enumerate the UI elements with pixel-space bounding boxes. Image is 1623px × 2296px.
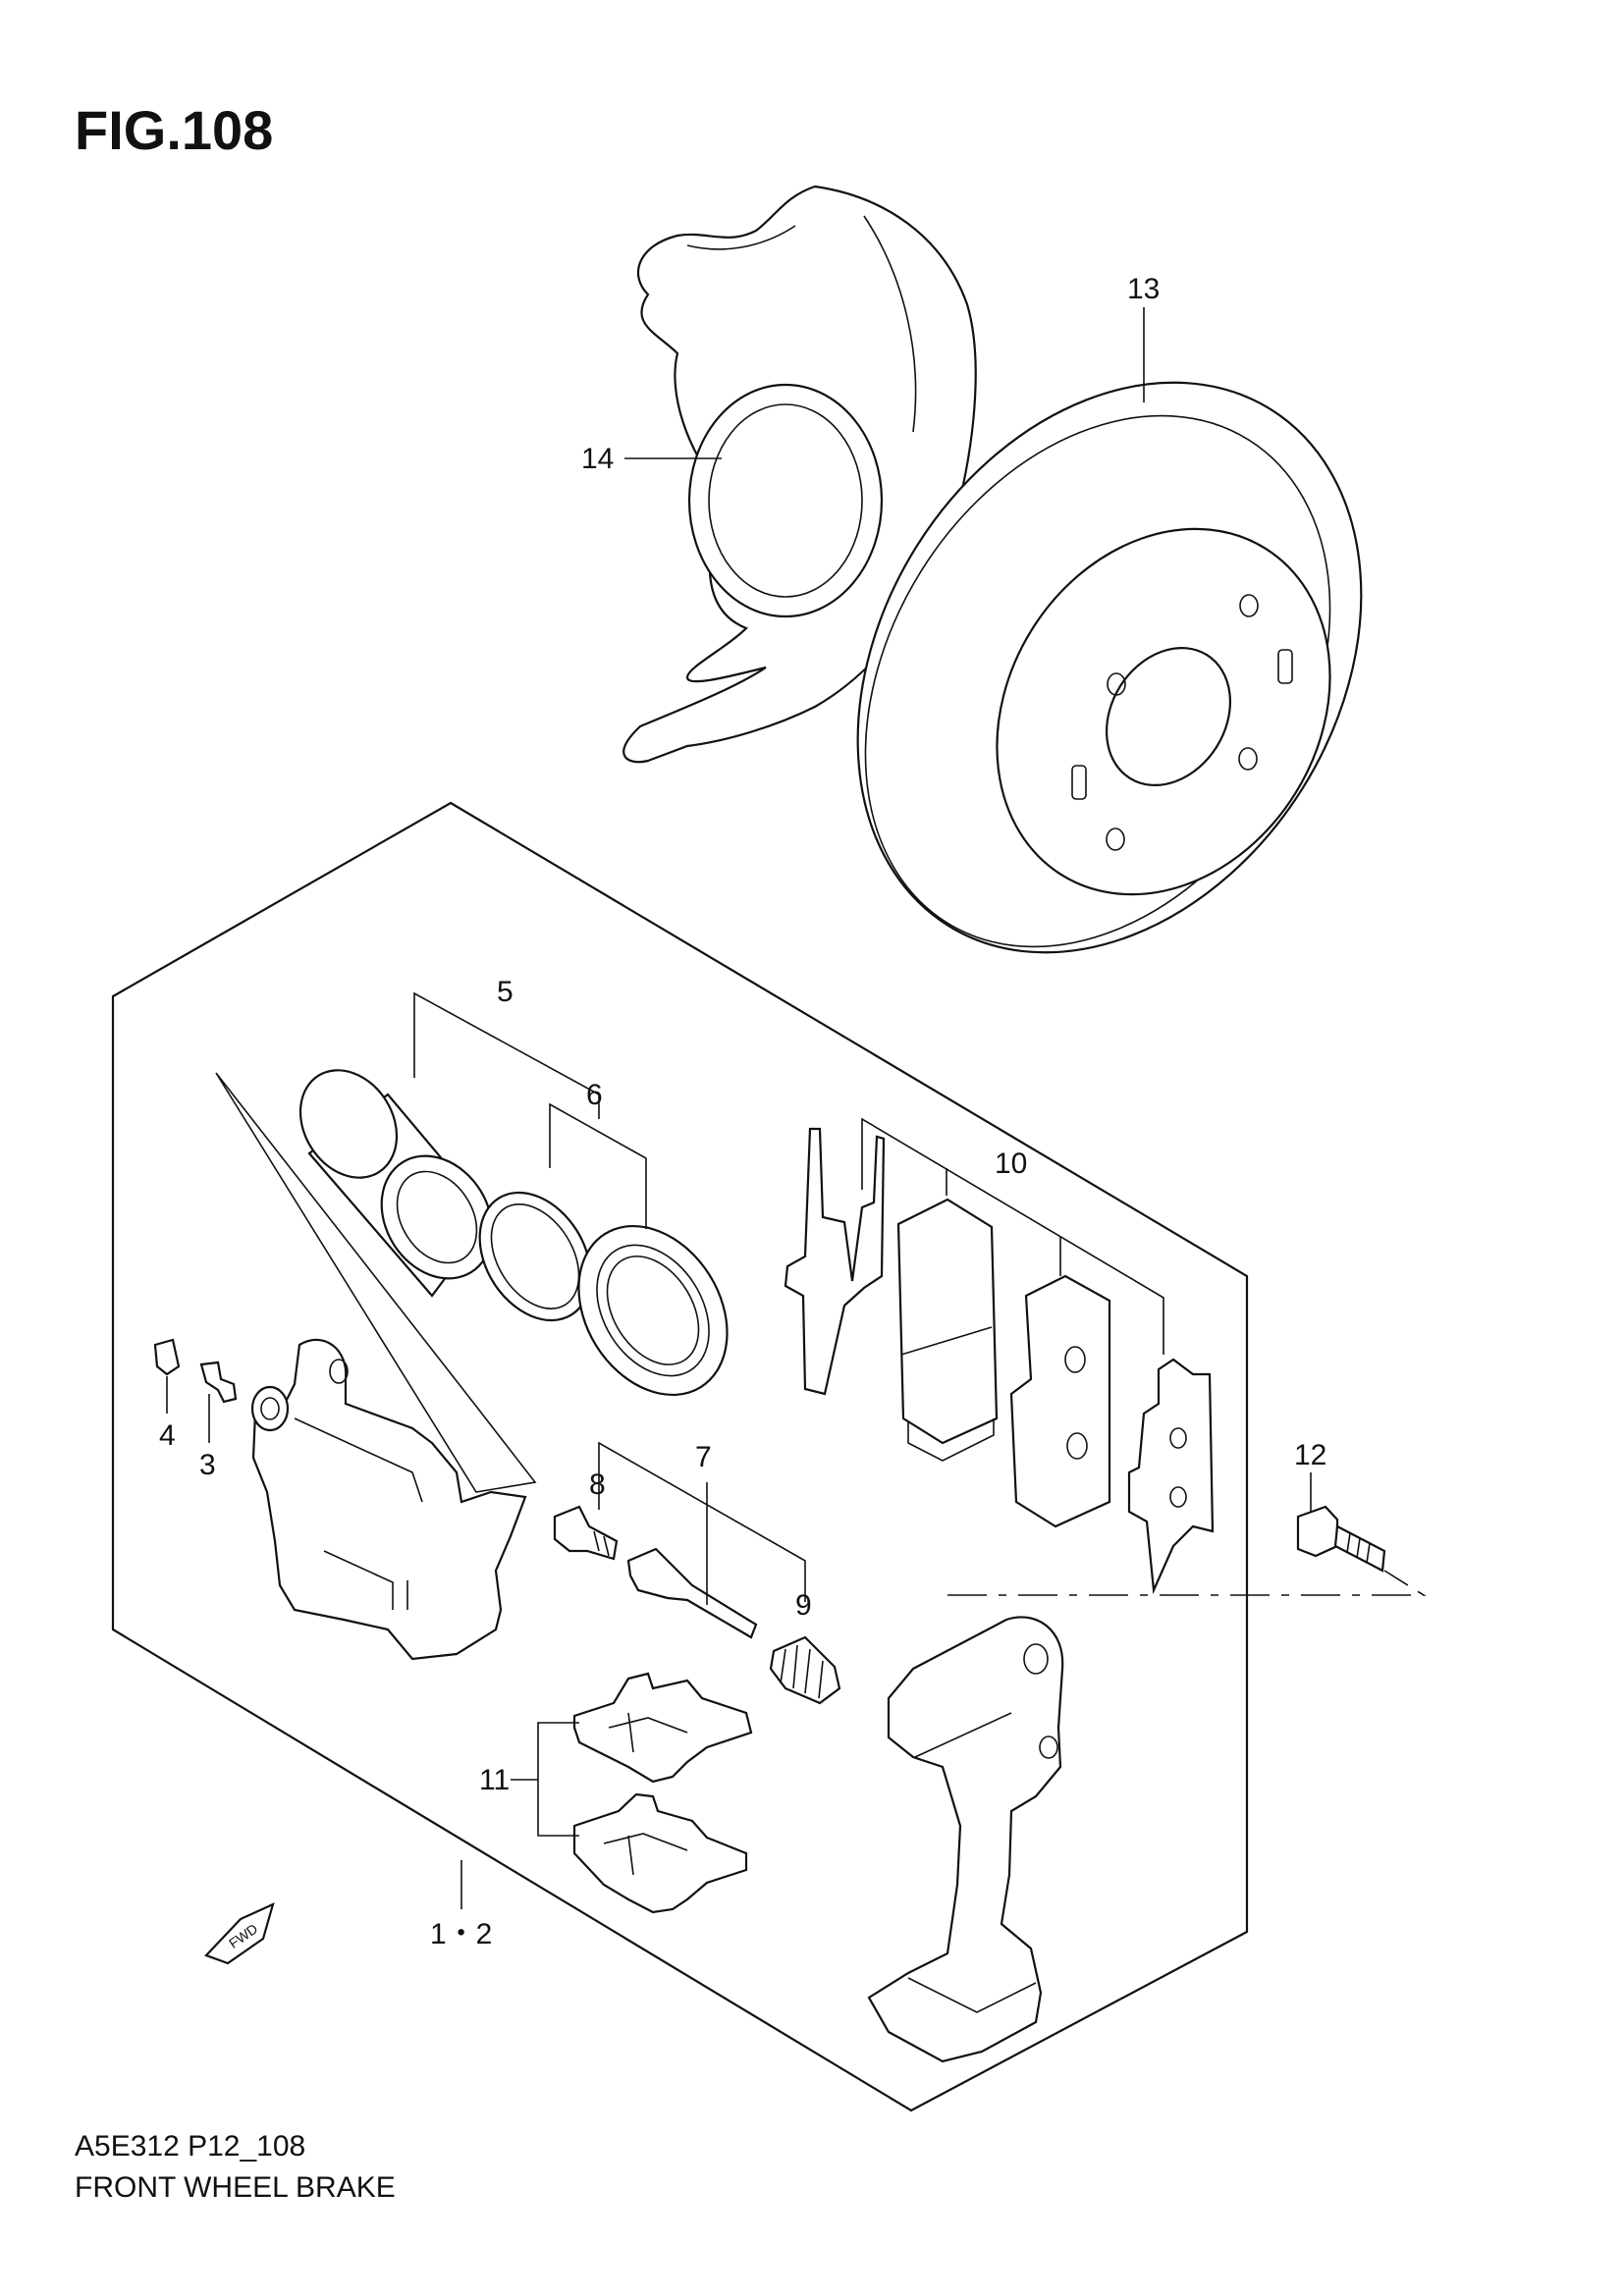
leader-6 bbox=[549, 1102, 647, 1229]
bracket-bolt-part bbox=[1296, 1505, 1386, 1573]
diagram-code: A5E312 P12_108 bbox=[75, 2130, 306, 2163]
diagram-caption: FRONT WHEEL BRAKE bbox=[75, 2171, 396, 2204]
pad-spring-lower-part bbox=[572, 1792, 748, 1914]
callout-6: 6 bbox=[586, 1079, 603, 1111]
leader-8 bbox=[598, 1441, 806, 1602]
brake-pad-inner-part bbox=[896, 1198, 999, 1462]
caliper-body-part bbox=[250, 1338, 527, 1661]
caliper-bracket-part bbox=[867, 1616, 1064, 2063]
callout-3: 3 bbox=[199, 1449, 216, 1481]
callout-4: 4 bbox=[159, 1419, 176, 1452]
brake-disc-part bbox=[856, 381, 1363, 954]
slide-pin-part bbox=[626, 1547, 758, 1639]
piston-part bbox=[298, 1069, 494, 1298]
callout-5: 5 bbox=[497, 976, 514, 1008]
figure-title: FIG.108 bbox=[75, 99, 274, 161]
callout-14: 14 bbox=[581, 443, 614, 475]
callout-13: 13 bbox=[1127, 273, 1160, 305]
bleeder-screw-part bbox=[199, 1361, 238, 1404]
callout-8: 8 bbox=[589, 1468, 606, 1501]
pin-boot-part bbox=[769, 1635, 841, 1705]
callout-10: 10 bbox=[995, 1148, 1027, 1180]
assembly-boundary bbox=[111, 801, 1249, 2112]
pad-shim-left-part bbox=[784, 1127, 886, 1396]
guide-bolt-part bbox=[553, 1505, 619, 1561]
callout-12: 12 bbox=[1294, 1439, 1326, 1471]
pad-shim-right-part bbox=[1127, 1358, 1215, 1595]
brake-pad-outer-part bbox=[1009, 1274, 1111, 1528]
callout-9: 9 bbox=[795, 1589, 812, 1622]
leader-11 bbox=[537, 1722, 579, 1837]
bolt-axis-line bbox=[947, 1570, 1427, 1596]
assembly-guide-lines bbox=[215, 1072, 537, 1493]
piston-seal-part bbox=[478, 1191, 592, 1322]
bleeder-cap-part bbox=[153, 1338, 181, 1376]
callout-1-2: 1・2 bbox=[430, 1918, 492, 1950]
leader-5 bbox=[413, 991, 600, 1119]
forward-direction-arrow-icon: FWD bbox=[204, 1902, 275, 1965]
dust-boot-part bbox=[577, 1224, 729, 1397]
callout-11: 11 bbox=[479, 1764, 510, 1796]
callout-7: 7 bbox=[695, 1441, 712, 1473]
leader-10 bbox=[861, 1117, 1164, 1355]
pad-spring-upper-part bbox=[572, 1672, 753, 1784]
